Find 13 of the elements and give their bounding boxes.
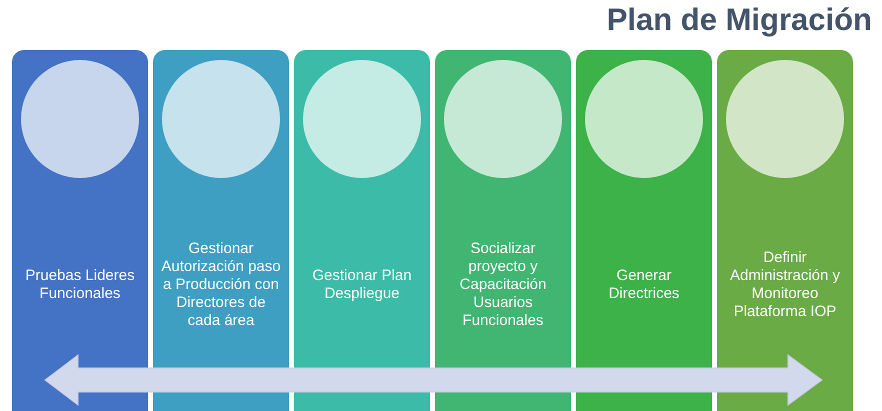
step-text: Socializar proyecto y Capacitación Usuarios Funcionales	[458, 240, 548, 330]
step-column	[153, 50, 289, 411]
step-text: Gestionar Plan Despliegue	[311, 267, 413, 303]
step-text: Definir Administración y Monitoreo Plataforma IOP	[728, 249, 842, 321]
step-column	[12, 50, 148, 411]
step-column	[435, 50, 571, 411]
step-column	[294, 50, 430, 411]
step-column	[576, 50, 712, 411]
step-text: Pruebas Lideres Funcionales	[24, 267, 136, 303]
step-text: Gestionar Autorización paso a Producción con Directores de cada área	[160, 240, 282, 330]
step-column	[717, 50, 853, 411]
title: Plan de Migración	[606, 2, 872, 38]
step-text: Generar Directrices	[608, 267, 680, 303]
